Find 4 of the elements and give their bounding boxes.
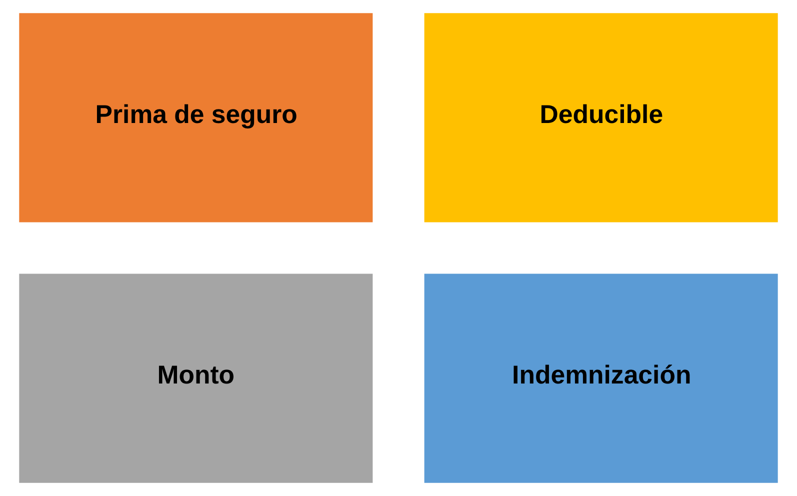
node-box: Prima de seguro <box>19 13 373 222</box>
node-box: Indemnización <box>424 274 778 483</box>
node-box: Monto <box>19 274 373 483</box>
node-box: Deducible <box>424 13 778 222</box>
